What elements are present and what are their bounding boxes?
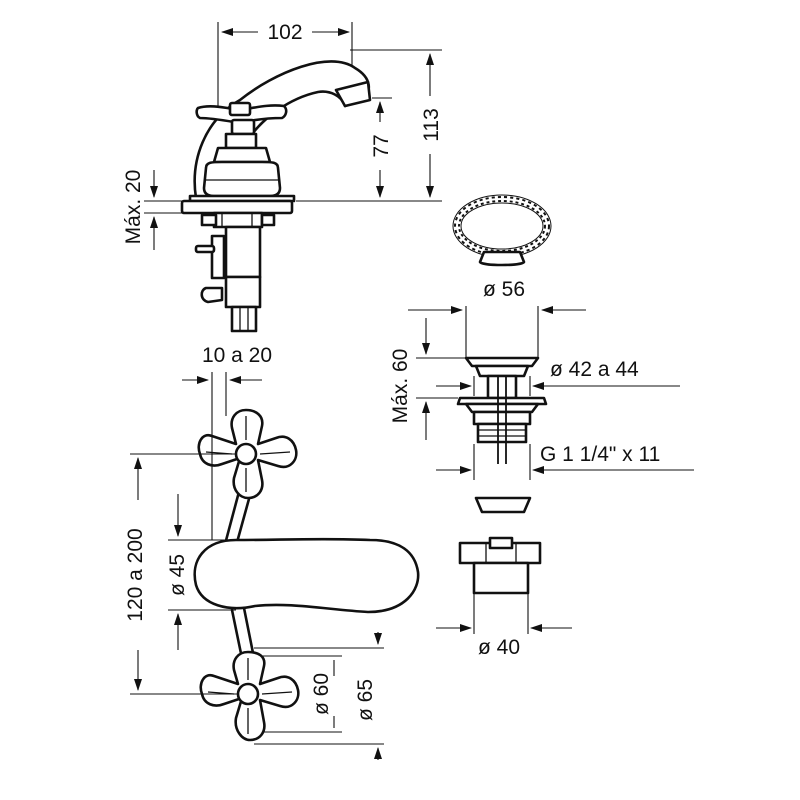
drain-max-label: Máx. 60 bbox=[389, 349, 412, 424]
max-thickness-top-label: Máx. 20 bbox=[122, 170, 145, 245]
under-counter-parts bbox=[194, 211, 276, 333]
dim-handle-outer: ø 65 bbox=[254, 632, 384, 760]
centers-range-label: 120 a 200 bbox=[124, 528, 147, 621]
handle-inner-diameter-label: ø 60 bbox=[310, 673, 333, 715]
dim-wall-range: 10 a 20 bbox=[182, 344, 272, 540]
stopper-diameter-label: ø 56 bbox=[483, 278, 525, 301]
faucet-top-view bbox=[193, 408, 420, 742]
total-height-label: 113 bbox=[420, 108, 443, 141]
dim-spout-reach: 102 bbox=[217, 21, 353, 106]
dim-centers-range: 120 a 200 bbox=[124, 453, 238, 695]
spout-height-label: 77 bbox=[370, 134, 393, 157]
dim-nut: ø 40 bbox=[436, 593, 572, 659]
handle-cross-bottom bbox=[199, 650, 300, 742]
body-diameter-label: ø 45 bbox=[166, 554, 189, 596]
valve-body bbox=[180, 132, 296, 215]
handle-outer-diameter-label: ø 65 bbox=[354, 679, 377, 721]
spout-reach-label: 102 bbox=[267, 21, 302, 44]
flange-diameter-label: ø 42 a 44 bbox=[550, 358, 639, 381]
dim-max-thickness-top: Máx. 20 bbox=[122, 170, 190, 250]
chain-ring bbox=[452, 194, 552, 267]
drain-body bbox=[456, 356, 548, 464]
dim-total-height: 113 bbox=[296, 49, 443, 202]
wall-range-label: 10 a 20 bbox=[202, 344, 272, 367]
nut-diameter-label: ø 40 bbox=[478, 636, 520, 659]
dim-flange: ø 42 a 44 bbox=[436, 358, 680, 396]
dim-drain-max: Máx. 60 bbox=[389, 318, 466, 440]
faucet-side-view bbox=[180, 60, 372, 333]
dim-spout-height: 77 bbox=[370, 97, 393, 198]
drain-nut bbox=[458, 536, 542, 595]
dim-handle-inner: ø 60 bbox=[262, 655, 342, 733]
dim-stopper bbox=[408, 306, 586, 358]
drain-thread-label: G 1 1/4" x 11 bbox=[540, 443, 660, 466]
drain-washer bbox=[474, 496, 532, 514]
spout-tip bbox=[334, 80, 372, 108]
dim-body: ø 45 bbox=[166, 494, 236, 650]
spout-top bbox=[193, 537, 420, 614]
drain-assembly: ø 56 bbox=[452, 194, 552, 595]
dim-thread: G 1 1/4" x 11 bbox=[436, 443, 694, 480]
